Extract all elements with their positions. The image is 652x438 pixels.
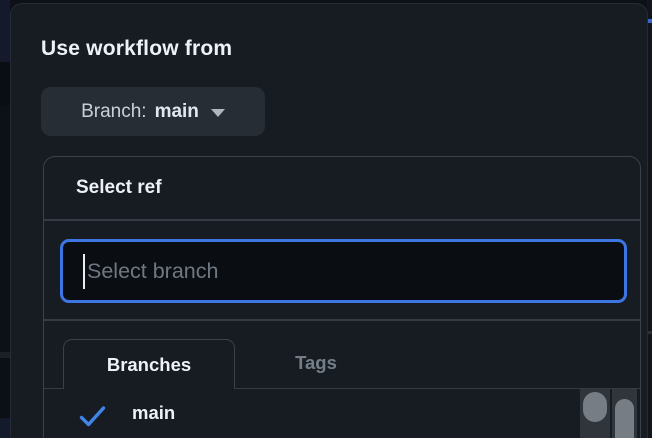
select-ref-menu: Select ref Branches Tags main: [43, 156, 641, 438]
tab-branches[interactable]: Branches: [63, 339, 235, 389]
tab-tags-label: Tags: [295, 352, 337, 373]
menu-title: Select ref: [76, 177, 162, 198]
branch-button-value: main: [154, 100, 199, 122]
page-background-fragment: [647, 0, 652, 438]
page-background-fragment: [647, 19, 652, 23]
chevron-down-icon: [210, 109, 225, 117]
check-icon: [79, 405, 106, 433]
dialog-heading: Use workflow from: [41, 37, 233, 60]
tab-bottom-border: [44, 387, 640, 389]
page-background-fragment: [0, 352, 10, 358]
page-background-fragment: [0, 358, 10, 418]
tab-branches-label: Branches: [106, 353, 192, 375]
run-workflow-dialog: Use workflow from Branch: main Select re…: [10, 3, 648, 438]
menu-divider: [44, 219, 640, 221]
page-background-fragment: [0, 0, 10, 62]
ref-search-input[interactable]: [60, 239, 627, 303]
menu-divider: [44, 319, 640, 321]
scrollbar-thumb[interactable]: [583, 392, 607, 422]
page-background-fragment: [0, 418, 10, 438]
tab-tags[interactable]: Tags: [256, 339, 376, 387]
scrollbar-thumb[interactable]: [615, 399, 634, 438]
list-item-label: main: [132, 402, 176, 423]
page-background-fragment: [0, 106, 10, 352]
list-item-main[interactable]: main: [44, 389, 578, 438]
branch-selector-button[interactable]: Branch: main: [41, 87, 265, 136]
branch-button-prefix: Branch:: [81, 100, 147, 122]
text-cursor: [83, 254, 85, 289]
page-background-fragment: [0, 62, 10, 106]
page-background-fragment: [647, 331, 652, 334]
